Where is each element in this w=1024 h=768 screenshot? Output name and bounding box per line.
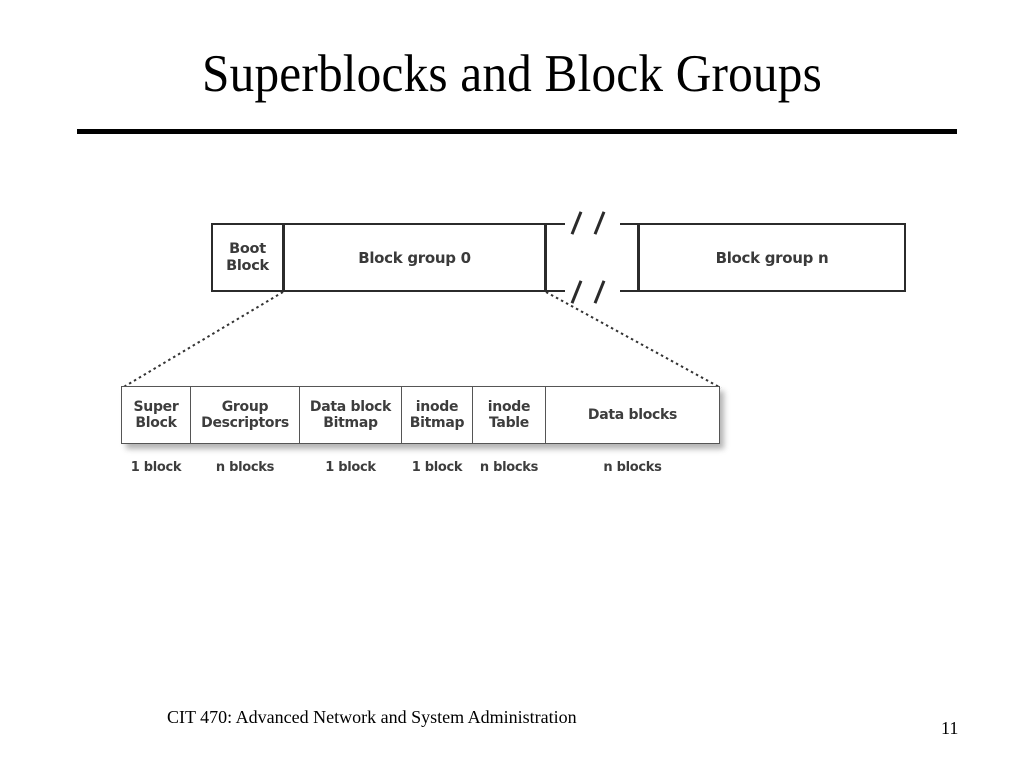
detail-cell-inode-bitmap: inode Bitmap: [401, 386, 473, 444]
block-cell-block-group-n: Block group n: [638, 223, 906, 292]
size-label-super-block: 1 block: [130, 460, 182, 475]
page-title: Superblocks and Block Groups: [202, 45, 822, 103]
detail-cell-inode-table: inode Table: [472, 386, 546, 444]
title-divider: [77, 129, 957, 134]
detail-cell-3-line2: Bitmap: [409, 415, 465, 431]
footer-course-label: CIT 470: Advanced Network and System Adm…: [167, 707, 577, 727]
detail-cell-4-line2: Table: [488, 415, 529, 431]
block-cell-break-gap: [545, 223, 639, 292]
size-label-data-blocks: n blocks: [603, 460, 662, 475]
size-label-inode-table: n blocks: [479, 460, 539, 475]
detail-cell-0-line1: Super: [133, 398, 179, 415]
size-label-inode-bitmap: 1 block: [411, 460, 463, 475]
boot-block-label-line2: Block: [226, 257, 269, 274]
break-mask-bottom: [565, 288, 620, 296]
detail-cell-3-line1: inode: [415, 398, 459, 415]
size-label-group-descriptors: n blocks: [215, 460, 275, 475]
detail-cell-2-line2: Bitmap: [323, 415, 378, 431]
detail-cell-5-line1: Data blocks: [587, 406, 678, 423]
detail-cell-1-line2: Descriptors: [201, 415, 289, 431]
block-group-0-label: Block group 0: [358, 248, 471, 267]
break-mask-top: [565, 220, 620, 228]
connector-right-dotted-line: [545, 291, 722, 389]
block-cell-block-group-0: Block group 0: [283, 223, 546, 292]
page-number: 11: [941, 718, 959, 738]
size-label-data-block-bitmap: 1 block: [325, 460, 376, 475]
connector-left-dotted-line: [121, 291, 284, 389]
detail-cell-group-descriptors: Group Descriptors: [190, 386, 300, 444]
block-cell-boot-block: Boot Block: [211, 223, 284, 292]
detail-cell-2-line1: Data block: [309, 398, 392, 415]
detail-cell-data-blocks: Data blocks: [545, 386, 720, 444]
detail-cell-4-line1: inode: [487, 398, 531, 415]
detail-cell-1-line1: Group: [221, 398, 269, 415]
block-group-n-label: Block group n: [715, 248, 829, 267]
detail-cell-0-line2: Block: [135, 415, 177, 431]
detail-cell-data-block-bitmap: Data block Bitmap: [299, 386, 402, 444]
boot-block-label-line1: Boot: [229, 240, 266, 257]
detail-cell-super-block: Super Block: [121, 386, 191, 444]
